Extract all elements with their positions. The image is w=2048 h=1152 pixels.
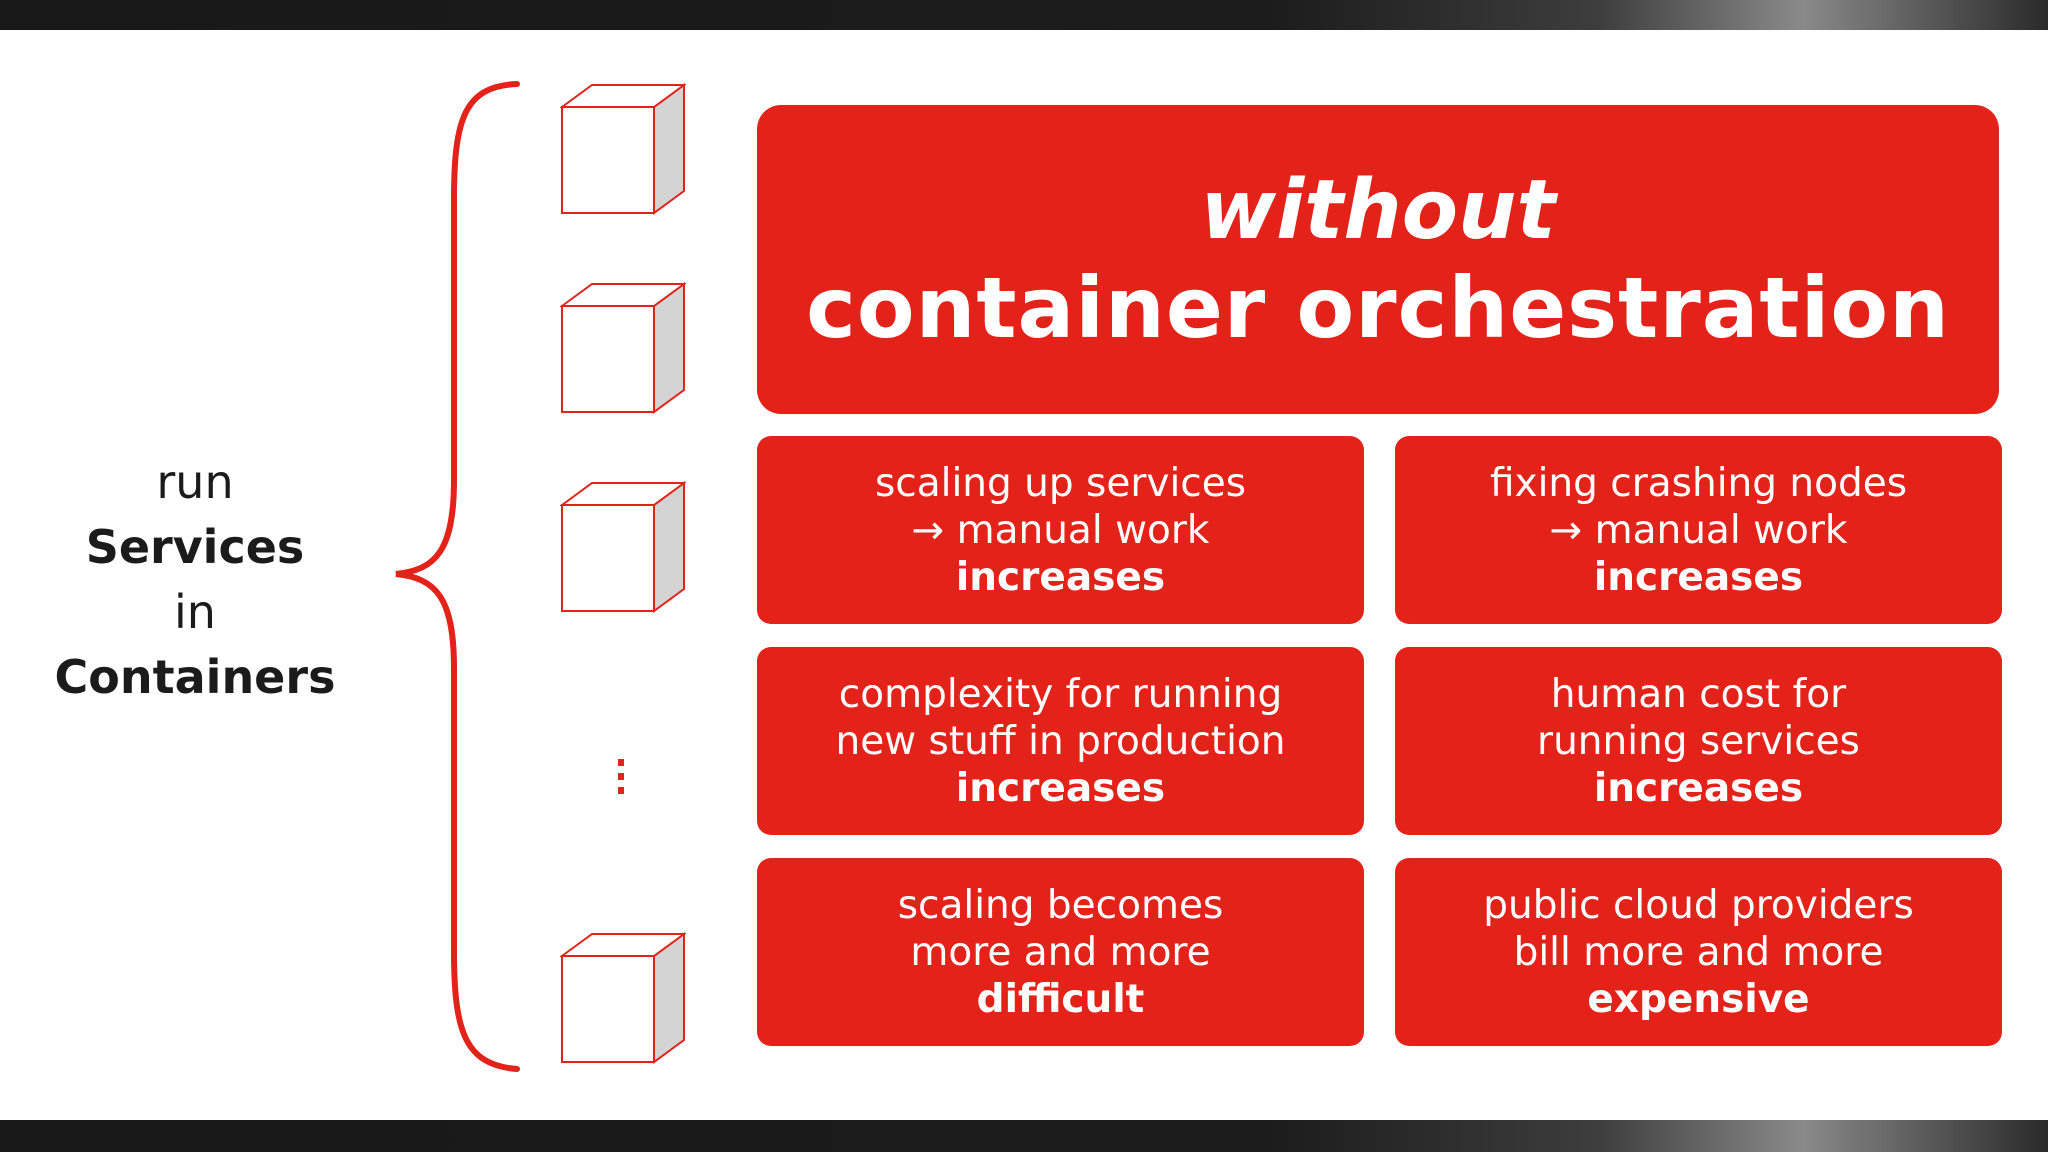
problem-text: public cloud providers: [1483, 882, 1914, 928]
problem-text: fixing crashing nodes: [1489, 460, 1908, 506]
problem-box-scaling-up: scaling up services → manual work increa…: [757, 436, 1364, 624]
left-label-line3: in: [174, 585, 216, 639]
container-cube-icon: [560, 932, 686, 1064]
problem-box-human-cost: human cost for running services increase…: [1395, 647, 2002, 835]
problem-emphasis: increases: [955, 765, 1166, 811]
problem-emphasis: increases: [955, 554, 1166, 600]
problem-text: complexity for running: [838, 671, 1283, 717]
container-cube-icon: [560, 282, 686, 414]
problem-box-cloud-cost: public cloud providers bill more and mor…: [1395, 858, 2002, 1046]
left-label: run Services in Containers: [20, 450, 370, 710]
top-letterbox-bar: [0, 0, 2048, 30]
problem-text: new stuff in production: [835, 718, 1286, 764]
left-label-line4: Containers: [54, 650, 336, 704]
problem-text: human cost for: [1550, 671, 1847, 717]
bottom-letterbox-bar: [0, 1120, 2048, 1152]
problem-text: → manual work: [911, 507, 1210, 553]
problem-box-complexity: complexity for running new stuff in prod…: [757, 647, 1364, 835]
left-label-line1: run: [156, 455, 234, 509]
problem-box-crashing-nodes: fixing crashing nodes → manual work incr…: [1395, 436, 2002, 624]
problem-emphasis: expensive: [1587, 976, 1810, 1022]
title-container-orchestration: container orchestration: [806, 258, 1950, 357]
problem-text: running services: [1537, 718, 1860, 764]
problem-emphasis: increases: [1593, 554, 1804, 600]
problem-emphasis: difficult: [976, 976, 1145, 1022]
title-without: without: [1200, 162, 1556, 258]
problem-text: scaling becomes: [897, 882, 1224, 928]
container-cube-icon: [560, 481, 686, 613]
problem-text: bill more and more: [1513, 929, 1884, 975]
problem-emphasis: increases: [1593, 765, 1804, 811]
problem-box-scaling-difficult: scaling becomes more and more difficult: [757, 858, 1364, 1046]
vertical-ellipsis-icon: [618, 759, 624, 794]
problem-text: scaling up services: [874, 460, 1247, 506]
problem-text: more and more: [910, 929, 1211, 975]
problem-text: → manual work: [1549, 507, 1848, 553]
container-cube-icon: [560, 83, 686, 215]
left-label-line2: Services: [85, 520, 305, 574]
curly-brace: [395, 81, 520, 1072]
title-box: without container orchestration: [757, 105, 1999, 414]
